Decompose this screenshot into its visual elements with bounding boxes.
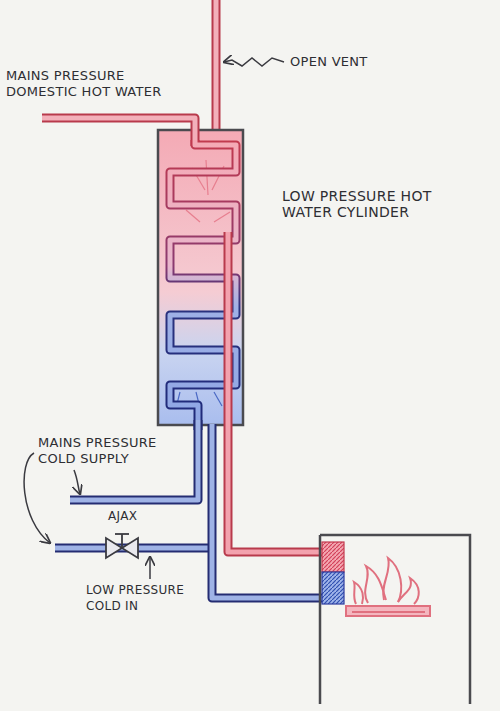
cylinder-label: LOW PRESSURE HOT WATER CYLINDER xyxy=(282,188,462,220)
pipe-label: MAINS PRESSURE DOMESTIC HOT WATER xyxy=(6,68,184,100)
open-vent-pipe xyxy=(216,0,217,132)
inlet-label: LOW PRESSURE COLD IN xyxy=(86,582,204,614)
fire xyxy=(346,558,430,616)
supply-label: MAINS PRESSURE COLD SUPPLY xyxy=(38,435,188,467)
vent-label: OPEN VENT xyxy=(290,54,440,70)
flow-pipe xyxy=(228,232,324,552)
open-vent-leader xyxy=(224,58,284,66)
ajax-valve xyxy=(106,534,138,558)
low-pressure-cold-pipe xyxy=(55,424,324,598)
low-pressure-leader xyxy=(149,557,151,579)
leader-lines xyxy=(24,58,284,579)
valve-label: AJAX xyxy=(108,508,168,524)
hot-water-pipe xyxy=(42,118,195,146)
stove xyxy=(320,535,470,704)
cold-supply-leader xyxy=(74,470,80,494)
cold-supply-leader xyxy=(24,453,50,543)
